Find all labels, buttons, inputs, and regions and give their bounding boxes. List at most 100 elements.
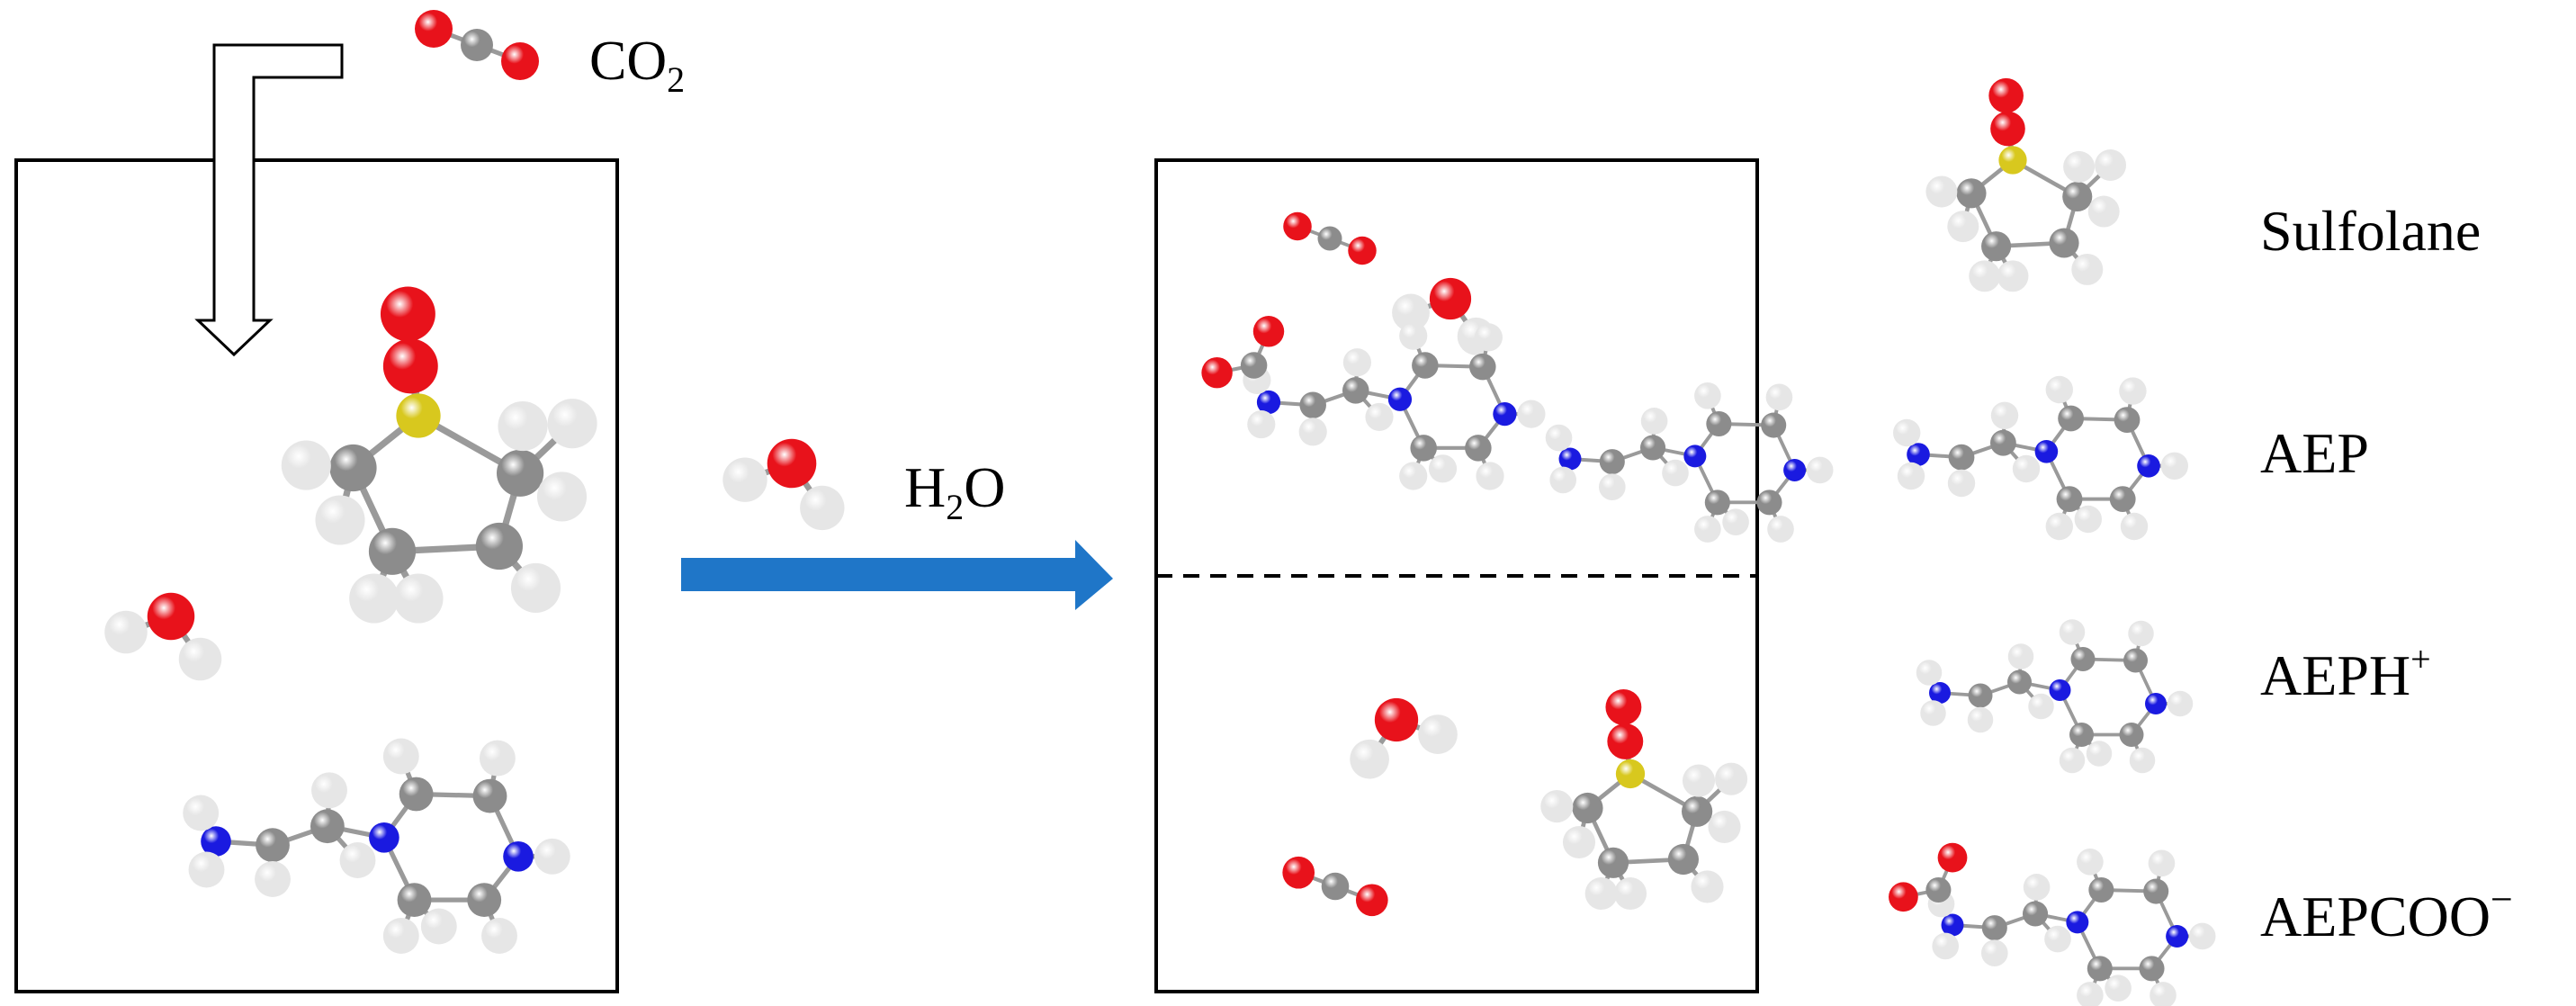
hydrogen-atom bbox=[1916, 660, 1943, 686]
hydrogen-atom bbox=[2128, 620, 2154, 647]
hydrogen-atom bbox=[2063, 150, 2096, 183]
carbon-atom bbox=[2049, 228, 2079, 258]
nitrogen-atom bbox=[369, 822, 399, 853]
hydrogen-atom bbox=[1418, 714, 1458, 754]
hydrogen-atom bbox=[104, 610, 148, 654]
hydrogen-atom bbox=[183, 795, 220, 831]
hydrogen-atom bbox=[420, 908, 457, 945]
hydrogen-atom bbox=[1765, 383, 1793, 411]
hydrogen-atom bbox=[2120, 512, 2149, 541]
carbon-atom bbox=[2007, 669, 2032, 695]
carbon-atom bbox=[1317, 226, 1342, 251]
sulfolane-molecule-left bbox=[281, 286, 597, 624]
hydrogen-atom bbox=[1662, 459, 1689, 487]
carbon-atom bbox=[1597, 847, 1629, 878]
legend-aepcoo-molecule bbox=[1889, 842, 2216, 1006]
carbon-atom bbox=[399, 777, 434, 812]
hydrogen-atom bbox=[1247, 410, 1276, 439]
carbon-atom bbox=[1410, 435, 1437, 462]
carbon-atom bbox=[2088, 876, 2114, 903]
hydrogen-atom bbox=[1399, 462, 1428, 490]
oxygen-atom bbox=[501, 42, 539, 80]
hydrogen-atom bbox=[1694, 516, 1721, 543]
hydrogen-atom bbox=[1682, 764, 1716, 797]
hydrogen-atom bbox=[2071, 253, 2104, 285]
carbon-atom bbox=[1761, 412, 1787, 438]
carbon-atom bbox=[2056, 486, 2083, 512]
carbon-atom bbox=[1667, 843, 1699, 876]
carbon-atom bbox=[1925, 876, 1952, 903]
oxygen-atom bbox=[767, 438, 817, 489]
carbon-atom bbox=[256, 828, 290, 863]
hydrogen-atom bbox=[2044, 925, 2071, 953]
hydrogen-atom bbox=[1298, 418, 1327, 446]
carbon-atom bbox=[2114, 407, 2141, 433]
left-box bbox=[14, 158, 619, 993]
hydrogen-atom bbox=[1947, 469, 1976, 498]
hydrogen-atom bbox=[1562, 825, 1596, 859]
hydrogen-atom bbox=[339, 842, 376, 878]
carbon-atom bbox=[1704, 490, 1730, 516]
h2o-label: H2O bbox=[904, 455, 1005, 527]
hydrogen-atom bbox=[1640, 408, 1668, 435]
carbon-atom bbox=[2023, 901, 2049, 927]
carbon-atom bbox=[1956, 178, 1987, 209]
hydrogen-atom bbox=[1428, 454, 1458, 483]
oxygen-atom bbox=[1429, 277, 1472, 320]
carbon-atom bbox=[1968, 683, 1993, 708]
carbon-atom bbox=[1412, 352, 1439, 379]
hydrogen-atom bbox=[1545, 424, 1573, 452]
water-molecule-right-lower bbox=[1350, 697, 1458, 779]
carbon-atom bbox=[1981, 915, 2007, 941]
oxygen-atom bbox=[147, 592, 195, 641]
legend-aeph-molecule bbox=[1916, 619, 2194, 774]
hydrogen-atom bbox=[800, 485, 845, 531]
oxygen-atom bbox=[1374, 697, 1419, 742]
hydrogen-atom bbox=[281, 440, 331, 490]
hydrogen-atom bbox=[1925, 175, 1958, 208]
hydrogen-atom bbox=[382, 738, 419, 775]
hydrogen-atom bbox=[1920, 700, 1946, 726]
co2-molecule-right-lower bbox=[1282, 856, 1388, 917]
oxygen-atom bbox=[1252, 316, 1285, 347]
nitrogen-atom bbox=[1387, 387, 1413, 411]
hydrogen-atom bbox=[1365, 402, 1394, 431]
nitrogen-atom bbox=[2049, 679, 2071, 701]
hydrogen-atom bbox=[1980, 939, 2008, 967]
nitrogen-atom bbox=[201, 826, 231, 857]
hydrogen-atom bbox=[547, 399, 597, 449]
legend-aeph-label: AEPH+ bbox=[2260, 639, 2431, 707]
water-molecule-arrow bbox=[723, 438, 845, 531]
hydrogen-atom bbox=[2059, 747, 2086, 774]
carbon-atom bbox=[2123, 648, 2148, 673]
nitrogen-atom bbox=[1256, 390, 1281, 415]
nitrogen-atom bbox=[1558, 447, 1582, 471]
nitrogen-atom bbox=[2034, 440, 2059, 463]
hydrogen-atom bbox=[1967, 706, 1994, 733]
carbon-atom bbox=[2069, 723, 2094, 747]
hydrogen-atom bbox=[315, 495, 365, 545]
hydrogen-atom bbox=[2087, 195, 2120, 228]
carbon-atom bbox=[2062, 181, 2093, 212]
oxygen-atom bbox=[1201, 356, 1233, 389]
hydrogen-atom bbox=[255, 861, 291, 897]
co2-label: CO2 bbox=[589, 31, 685, 100]
aepcoo-molecule-right bbox=[1201, 316, 1546, 490]
oxygen-atom bbox=[1355, 884, 1388, 917]
nitrogen-atom bbox=[1783, 458, 1807, 481]
hydrogen-atom bbox=[178, 637, 222, 681]
hydrogen-atom bbox=[2059, 619, 2086, 645]
hydrogen-atom bbox=[1350, 739, 1389, 779]
carbon-atom bbox=[1756, 490, 1782, 516]
nitrogen-atom bbox=[1941, 913, 1964, 937]
carbon-atom bbox=[1321, 872, 1350, 901]
hydrogen-atom bbox=[311, 772, 347, 809]
carbon-atom bbox=[472, 778, 507, 813]
hydrogen-atom bbox=[349, 573, 399, 624]
nitrogen-atom bbox=[2145, 693, 2167, 714]
hydrogen-atom bbox=[2095, 149, 2127, 181]
carbon-atom bbox=[1706, 410, 1732, 437]
hydrogen-atom bbox=[2012, 454, 2041, 483]
hydrogen-atom bbox=[2028, 693, 2054, 720]
